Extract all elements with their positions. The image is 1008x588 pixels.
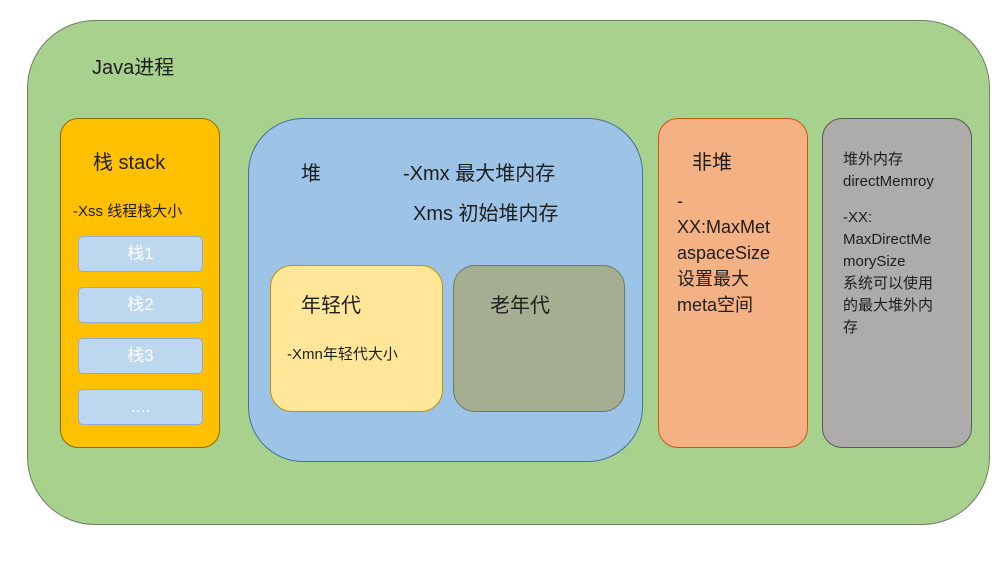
- young-gen-title: 年轻代: [301, 295, 361, 317]
- old-gen-title: 老年代: [490, 295, 550, 317]
- non-heap-line: aspaceSize: [677, 243, 771, 263]
- stack-title: 栈 stack: [93, 152, 166, 174]
- off-heap-title-line: 堆外内存: [843, 151, 904, 168]
- non-heap-line: meta空间: [677, 295, 754, 315]
- non-heap-description: - XX:MaxMet aspaceSize 设置最大 meta空间: [677, 188, 770, 318]
- stack-frame-3: 栈3: [78, 338, 203, 374]
- stack-option: -Xss 线程栈大小: [73, 203, 183, 220]
- young-gen-option: -Xmn年轻代大小: [287, 346, 398, 363]
- heap-xmx-option: -Xmx 最大堆内存: [403, 163, 556, 185]
- off-heap-line: -XX:: [843, 209, 873, 226]
- java-process-title: Java进程: [92, 57, 175, 79]
- old-gen-box: [453, 265, 625, 412]
- off-heap-title: 堆外内存 directMemroy: [843, 149, 934, 193]
- non-heap-box: [658, 118, 808, 448]
- young-gen-box: [270, 265, 443, 412]
- off-heap-line: morySize: [843, 253, 906, 270]
- off-heap-title-line: directMemroy: [843, 173, 934, 190]
- non-heap-line: -: [677, 191, 683, 211]
- off-heap-line: 的最大堆外内: [843, 297, 934, 314]
- off-heap-description: -XX: MaxDirectMe morySize 系统可以使用 的最大堆外内 …: [843, 207, 933, 339]
- non-heap-line: 设置最大: [677, 269, 749, 289]
- off-heap-box: [822, 118, 972, 448]
- stack-frame-1: 栈1: [78, 236, 203, 272]
- off-heap-line: MaxDirectMe: [843, 231, 932, 248]
- stack-frame-2: 栈2: [78, 287, 203, 323]
- heap-title: 堆: [301, 163, 321, 185]
- non-heap-line: XX:MaxMet: [677, 217, 771, 237]
- off-heap-line: 存: [843, 319, 859, 336]
- heap-xms-option: Xms 初始堆内存: [413, 203, 559, 225]
- non-heap-title: 非堆: [692, 152, 732, 174]
- stack-frame-more: ....: [78, 389, 203, 425]
- off-heap-line: 系统可以使用: [843, 275, 934, 292]
